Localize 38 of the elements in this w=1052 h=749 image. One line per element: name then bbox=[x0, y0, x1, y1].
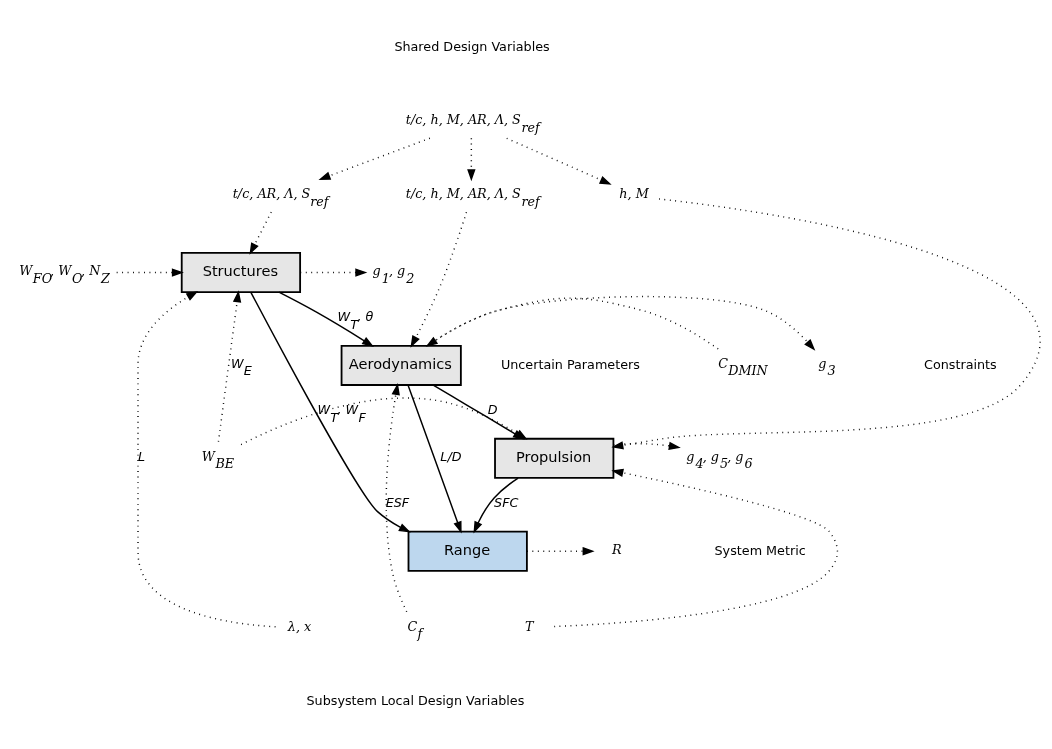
arrow bbox=[467, 137, 476, 181]
arrow bbox=[385, 382, 408, 612]
arrow bbox=[426, 295, 816, 351]
node-text: h, M bbox=[619, 185, 649, 201]
node-text: R bbox=[612, 541, 622, 557]
arrow bbox=[526, 546, 595, 555]
arrow bbox=[250, 290, 411, 533]
label: System Metric bbox=[714, 542, 806, 558]
node-text: T bbox=[525, 618, 534, 634]
arrow bbox=[611, 197, 1039, 449]
arrow bbox=[137, 290, 277, 627]
arrow bbox=[299, 267, 368, 277]
arrow bbox=[473, 476, 519, 533]
label: Subsystem Local Design Variables bbox=[306, 692, 525, 708]
arrow bbox=[115, 267, 184, 277]
edge-label: SFC bbox=[494, 494, 519, 510]
arrow bbox=[612, 441, 681, 450]
node-box: Propulsion bbox=[494, 437, 615, 479]
arrow bbox=[505, 137, 612, 185]
node-text: λ, x bbox=[287, 618, 312, 634]
node-box: Range bbox=[407, 530, 528, 572]
arrow bbox=[249, 210, 272, 255]
arrow bbox=[278, 290, 375, 347]
arrow bbox=[410, 211, 468, 348]
arrow bbox=[425, 296, 719, 350]
node-box: Structures bbox=[180, 251, 302, 293]
edge-label: L bbox=[138, 448, 146, 464]
label: Constraints bbox=[923, 356, 997, 372]
label: Uncertain Parameters bbox=[500, 356, 640, 372]
edge-label: L/D bbox=[440, 448, 462, 464]
label: Shared Design Variables bbox=[394, 38, 550, 54]
edge-label: ESF bbox=[385, 494, 410, 510]
arrow bbox=[318, 137, 431, 180]
arrow bbox=[553, 468, 839, 627]
node-box: Aerodynamics bbox=[340, 344, 462, 386]
arrow bbox=[407, 384, 462, 533]
edge-label: D bbox=[487, 401, 498, 417]
arrow bbox=[217, 289, 242, 442]
